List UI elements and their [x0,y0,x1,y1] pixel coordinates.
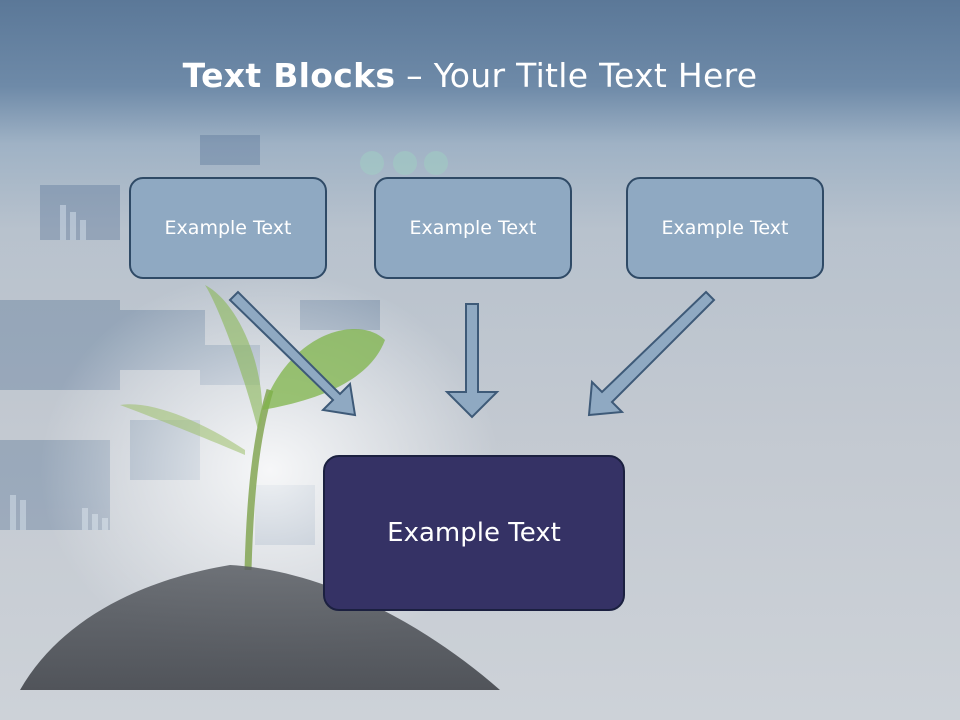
text-block-2[interactable]: Example Text [374,177,572,279]
main-text-block[interactable]: Example Text [323,455,625,611]
title-rest: – Your Title Text Here [395,56,758,95]
title-bold: Text Blocks [182,56,396,95]
slide-title: Text Blocks – Your Title Text Here [0,56,940,95]
text-block-3[interactable]: Example Text [626,177,824,279]
text-block-1[interactable]: Example Text [129,177,327,279]
